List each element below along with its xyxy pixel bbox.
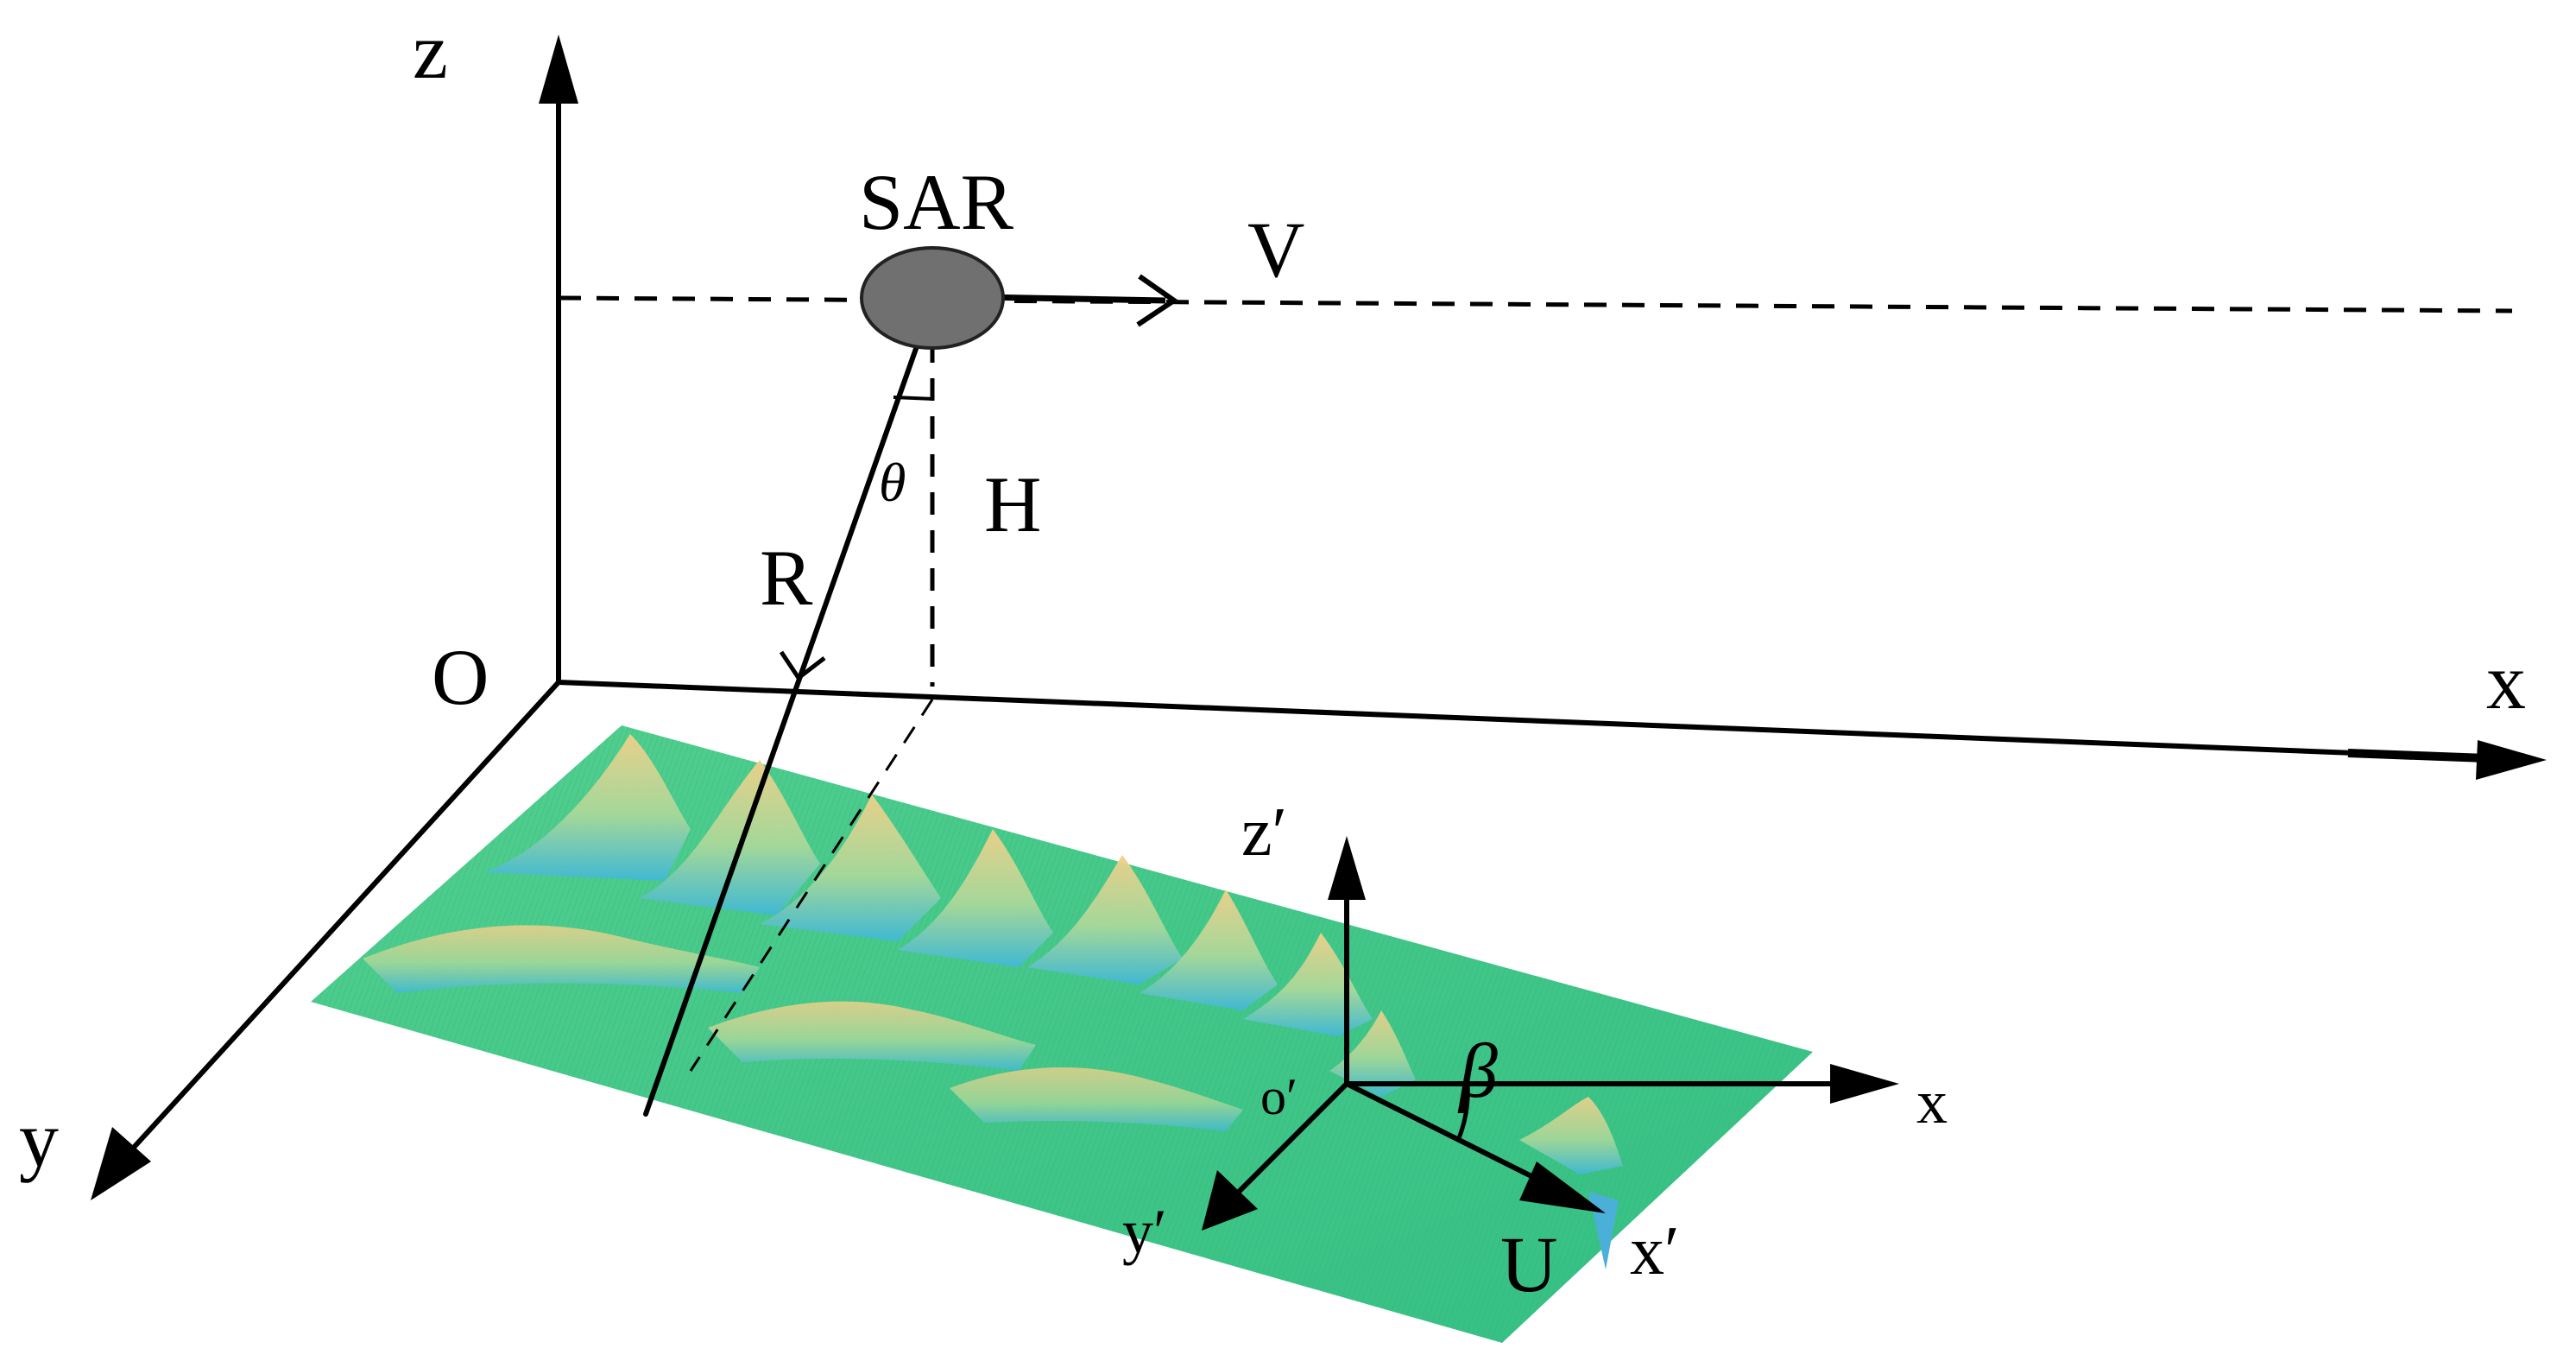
wave-crest (639, 760, 820, 915)
velocity-arrowhead (1136, 274, 1179, 327)
sea-surface-texture (311, 725, 1813, 1343)
wave-crest (363, 925, 760, 993)
sar-label: SAR (859, 158, 1014, 246)
range-label: R (760, 534, 813, 622)
flight-geometry (558, 246, 2513, 1117)
slant-range-line (643, 300, 935, 1117)
z-axis-arrowhead (539, 35, 578, 104)
flight-path-dashed (558, 295, 2513, 313)
o-prime-label: o′ (1260, 1068, 1297, 1125)
ground-track-dashed (689, 699, 934, 1072)
range-arrowhead (779, 650, 826, 681)
current-vector (1344, 1081, 1556, 1190)
y-axis (118, 680, 561, 1164)
y-prime-arrowhead (1202, 1170, 1258, 1231)
wave-crest (1243, 933, 1373, 1036)
local-axes (1202, 836, 1899, 1231)
x-axis (556, 680, 2489, 761)
theta-label: θ (879, 452, 906, 513)
wave-crest (708, 1001, 1036, 1071)
x-prime-label: x′ (1630, 1213, 1680, 1289)
beta-angle-arc (1456, 1083, 1470, 1139)
wave-crest (1140, 889, 1278, 1010)
y-axis-arrowhead (91, 1127, 151, 1200)
height-label: H (984, 460, 1041, 548)
x-axis-label: x (2486, 637, 2526, 725)
x-local-label: x (1916, 1067, 1948, 1136)
beta-label: β (1457, 1029, 1498, 1114)
wave-crest (483, 734, 691, 881)
x-axis-thick (2347, 749, 2487, 763)
sea-surface (311, 725, 1813, 1343)
wave-crest (1027, 855, 1183, 984)
labels: z x y O SAR V H R θ z′ x o′ β y′ U x′ (19, 7, 2526, 1308)
wave-crest (898, 829, 1053, 967)
z-prime-arrowhead (1328, 836, 1366, 900)
wave-crest (950, 1067, 1243, 1131)
wave-crest (1329, 1010, 1416, 1097)
current-vector-arrowhead (1519, 1162, 1606, 1213)
current-label: U (1500, 1220, 1557, 1308)
z-axis-label: z (413, 7, 448, 95)
y-prime-axis (1232, 1081, 1349, 1199)
wave-crests (363, 734, 1623, 1269)
wave-crest (760, 794, 941, 941)
y-prime-label: y′ (1122, 1197, 1167, 1266)
x-axis-arrowhead (2476, 740, 2547, 780)
origin-label: O (432, 633, 489, 721)
sar-platform (860, 246, 1005, 350)
x-local-arrowhead (1830, 1064, 1899, 1104)
z-prime-label: z′ (1241, 794, 1287, 870)
y-axis-label: y (19, 1095, 59, 1183)
main-axes (91, 35, 2547, 1200)
wave-crest (1519, 1097, 1623, 1174)
velocity-label: V (1247, 206, 1304, 294)
theta-angle-mark (893, 396, 935, 401)
